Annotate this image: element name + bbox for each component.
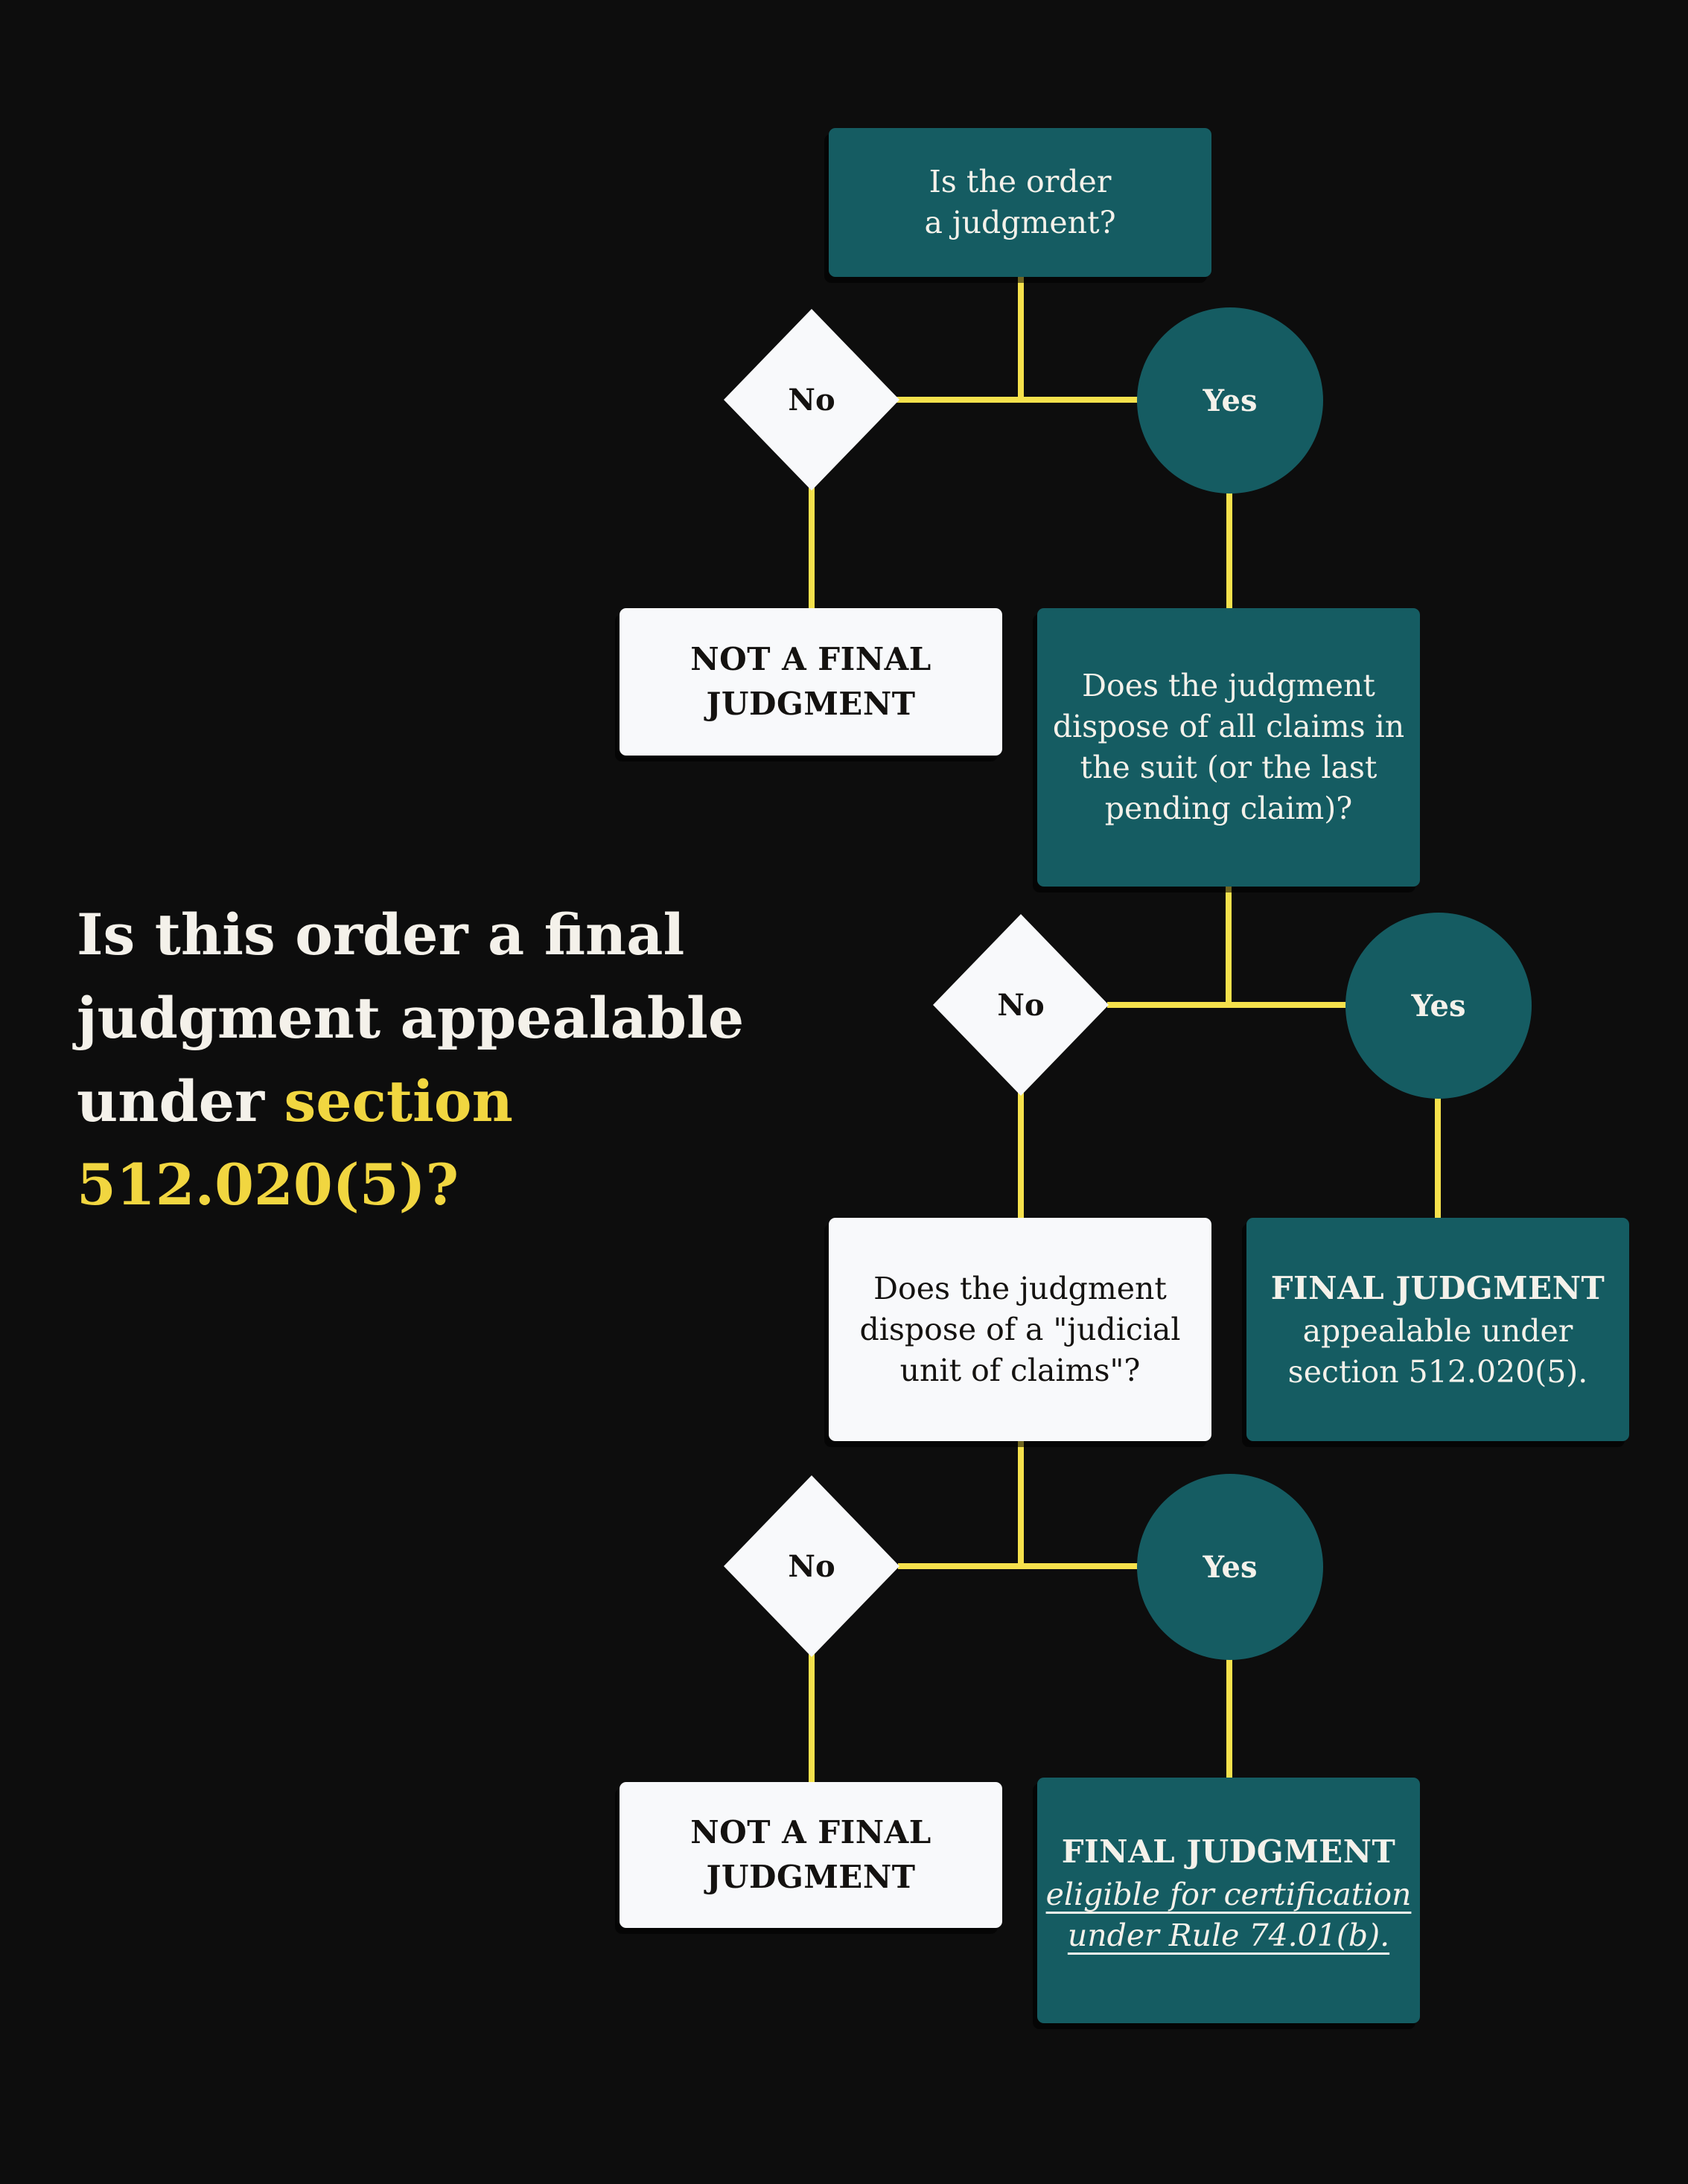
page-title-line-2: judgment appealable (77, 985, 745, 1051)
connector-q2-down (1226, 885, 1232, 1008)
connector-row3-horizontal (898, 1563, 1138, 1569)
page-title-line-3: under section 512.020(5)? (77, 1068, 513, 1218)
decision-yes-1-label: Yes (1203, 383, 1258, 418)
question1-line2: a judgment? (924, 205, 1116, 240)
decision-no-1-label: No (788, 382, 835, 418)
decision-yes-2-label: Yes (1411, 988, 1466, 1024)
page-title-highlight: section 512.020(5)? (77, 1068, 513, 1218)
decision-no-3: No (724, 1475, 899, 1657)
connector-row1-horizontal (894, 397, 1143, 403)
connector-yes3-down (1226, 1653, 1232, 1781)
result1-line2: JUDGMENT (706, 686, 916, 722)
decision-yes-3-label: Yes (1203, 1549, 1258, 1585)
connector-yes2-down (1435, 1091, 1441, 1221)
question2-line4: pending claim)? (1104, 791, 1353, 826)
result3-line1: NOT A FINAL (690, 1814, 931, 1851)
connector-q3-down (1018, 1437, 1024, 1569)
decision-yes-1: Yes (1137, 307, 1323, 494)
question3-line2: dispose of a "judicial (859, 1311, 1181, 1347)
connector-yes1-down (1226, 484, 1232, 611)
question2-line3: the suit (or the last (1080, 750, 1378, 785)
connector-no2-down (1018, 1091, 1024, 1221)
decision-no-1: No (724, 309, 899, 491)
connector-no1-down (809, 484, 815, 611)
result2-line2: section 512.020(5). (1287, 1354, 1588, 1390)
connector-q1-down (1018, 275, 1024, 403)
page-title-line-1: Is this order a final (77, 901, 685, 968)
decision-no-2: No (933, 914, 1109, 1096)
result-box-not-final-judgment-2: NOT A FINAL JUDGMENT (620, 1782, 1002, 1928)
result4-line1: eligible for certification (1045, 1877, 1412, 1912)
result2-line1: appealable under (1302, 1313, 1573, 1349)
result-box-final-judgment-appealable: FINAL JUDGMENT appealable under section … (1246, 1218, 1629, 1441)
result4-title: FINAL JUDGMENT (1061, 1833, 1396, 1870)
question2-line2: dispose of all claims in (1052, 709, 1405, 744)
page-title: Is this order a final judgment appealabl… (77, 893, 881, 1227)
question3-line3: unit of claims"? (899, 1352, 1141, 1388)
result2-title: FINAL JUDGMENT (1270, 1270, 1605, 1306)
result-box-not-final-judgment-1: NOT A FINAL JUDGMENT (620, 608, 1002, 756)
result4-line2: under Rule 74.01(b). (1067, 1918, 1390, 1953)
question1-line1: Is the order (929, 164, 1112, 199)
question-box-is-order-judgment: Is the order a judgment? (829, 128, 1211, 277)
result-box-final-judgment-certification: FINAL JUDGMENT eligible for certificatio… (1037, 1778, 1420, 2023)
decision-no-3-label: No (788, 1548, 835, 1584)
question-box-dispose-all-claims: Does the judgment dispose of all claims … (1037, 608, 1420, 887)
question-box-judicial-unit: Does the judgment dispose of a "judicial… (829, 1218, 1211, 1441)
result3-line2: JUDGMENT (706, 1859, 916, 1895)
decision-yes-2: Yes (1345, 913, 1532, 1099)
result1-line1: NOT A FINAL (690, 641, 931, 677)
question2-line1: Does the judgment (1082, 668, 1375, 703)
decision-no-2-label: No (997, 987, 1045, 1023)
connector-row2-horizontal (1107, 1002, 1347, 1008)
question3-line1: Does the judgment (873, 1270, 1167, 1306)
connector-no3-down (809, 1653, 815, 1785)
decision-yes-3: Yes (1137, 1474, 1323, 1660)
